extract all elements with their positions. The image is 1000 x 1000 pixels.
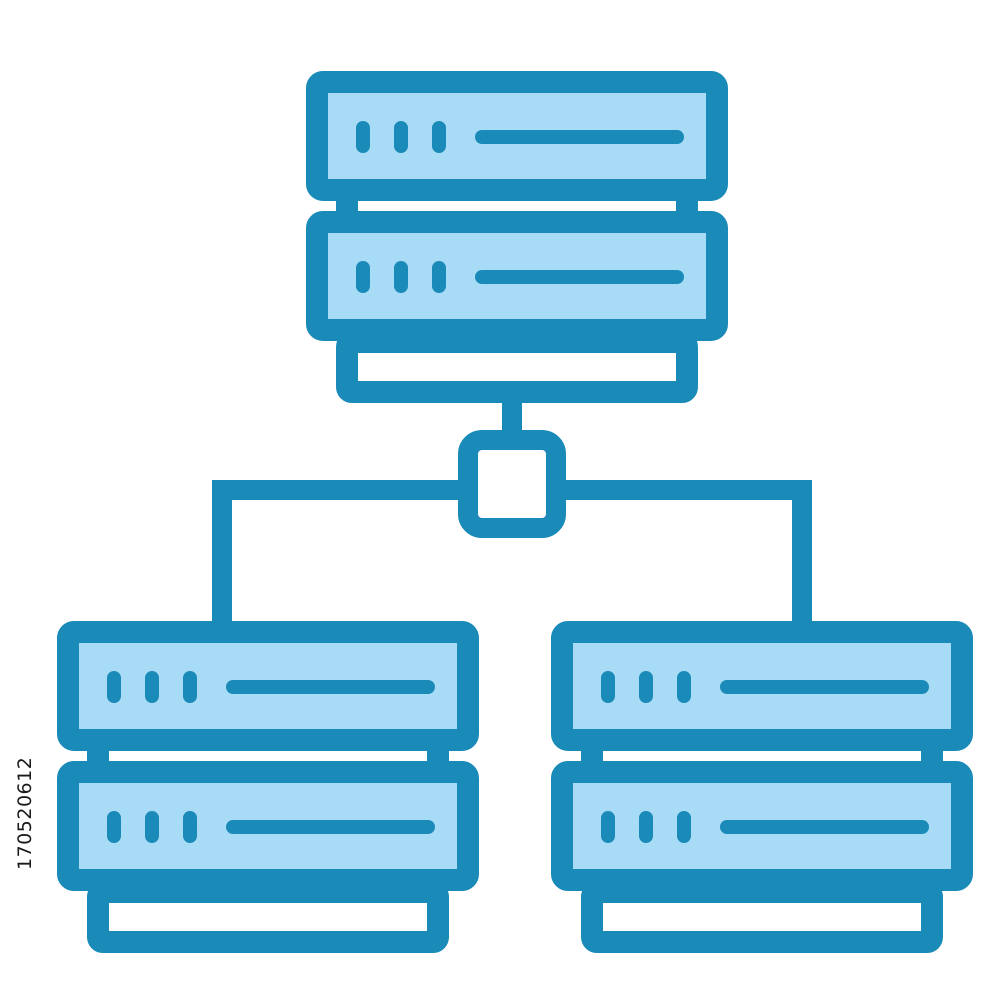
- server-bottom-right-icon: [562, 632, 962, 942]
- stock-image-id: 170520612: [14, 756, 36, 870]
- server-bottom-left-icon: [68, 632, 468, 942]
- server-top-icon: [317, 82, 717, 392]
- hub-icon: [458, 430, 566, 538]
